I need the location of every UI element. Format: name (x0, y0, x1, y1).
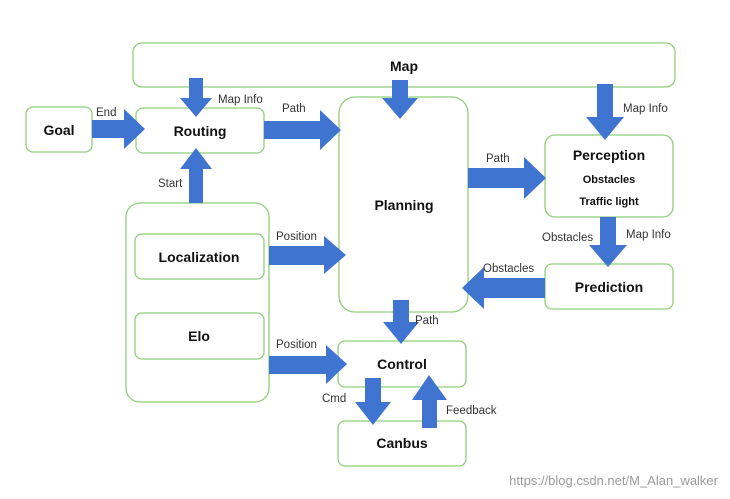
control-title: Control (377, 356, 427, 372)
watermark: https://blog.csdn.net/M_Alan_walker (509, 473, 719, 488)
localization-box (134, 233, 265, 280)
arrow-routing-planning (264, 110, 341, 150)
arrow-localization-routing (180, 148, 212, 203)
edge-label-position-elo: Position (276, 339, 317, 351)
perception-traffic-light-title: Traffic light (579, 196, 639, 208)
prediction-title: Prediction (575, 279, 643, 295)
edge-label-feedback: Feedback (446, 405, 497, 417)
arrow-map-perception (586, 84, 624, 140)
elo-title: Elo (188, 328, 210, 344)
edge-label-map-info-prediction: Map Info (626, 229, 671, 241)
edge-label-cmd: Cmd (322, 393, 346, 405)
edge-label-obstacles-prediction: Obstacles (483, 263, 534, 275)
edge-label-position-localization: Position (276, 231, 317, 243)
sensors-group-box (125, 202, 270, 403)
edge-label-map-info-perception: Map Info (623, 103, 668, 115)
routing-title: Routing (174, 123, 227, 139)
arrow-goal-routing (92, 109, 145, 149)
edge-label-map-info-routing: Map Info (218, 94, 263, 106)
edge-label-end: End (96, 107, 116, 119)
arrow-map-planning (382, 80, 418, 119)
arrow-control-canbus (355, 378, 391, 425)
arrow-map-routing (180, 78, 212, 117)
edge-label-obstacles-perception: Obstacles (542, 232, 593, 244)
arrow-localization-planning (269, 236, 346, 274)
arrow-perception-prediction (589, 217, 627, 267)
arrow-prediction-planning (462, 267, 545, 309)
map-title: Map (390, 58, 418, 74)
arrow-canbus-control (412, 375, 447, 428)
edge-label-start: Start (158, 178, 183, 190)
localization-title: Localization (159, 249, 240, 265)
arrow-planning-control (383, 300, 419, 344)
goal-title: Goal (43, 122, 74, 138)
perception-title: Perception (573, 147, 645, 163)
arrow-planning-perception (468, 157, 546, 199)
perception-obstacles-title: Obstacles (583, 174, 636, 186)
edge-label-path-perception: Path (486, 153, 510, 165)
arrow-elo-control (269, 345, 347, 384)
canbus-title: Canbus (376, 435, 428, 451)
edge-label-path-routing: Path (282, 103, 306, 115)
canbus-box (337, 420, 467, 467)
edge-label-path-control: Path (415, 315, 439, 327)
elo-box (134, 312, 265, 360)
planning-title: Planning (374, 197, 433, 213)
